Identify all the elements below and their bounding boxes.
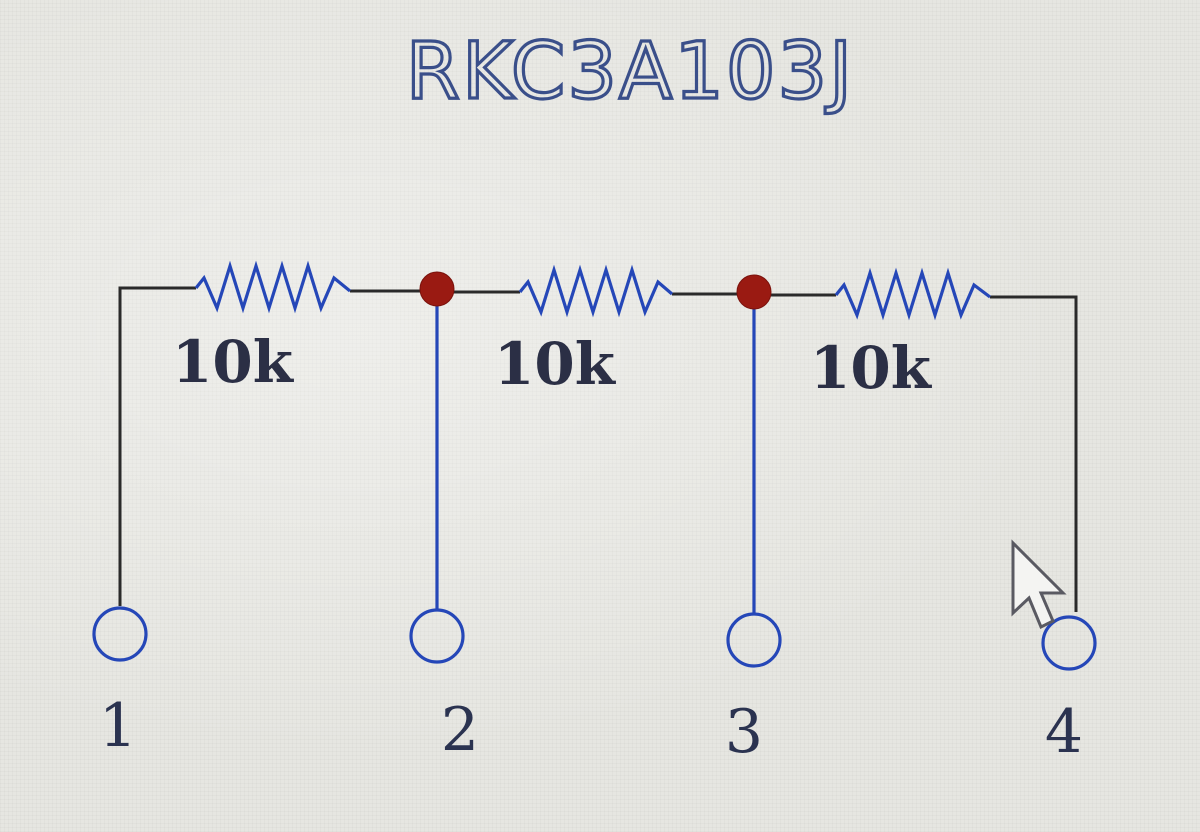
resistor-r2-symbol (518, 264, 674, 318)
resistor-r3-value: 10k (810, 334, 933, 402)
pin-2-label: 2 (441, 695, 479, 765)
resistor-r2[interactable] (518, 264, 674, 318)
mouse-pointer-arrow-icon (1011, 539, 1067, 630)
resistor-r2-value: 10k (494, 330, 617, 398)
resistor-r3[interactable] (834, 267, 991, 321)
resistor-r1[interactable] (194, 260, 352, 314)
pin-3-terminal[interactable] (726, 612, 782, 668)
pin-2-terminal[interactable] (409, 608, 465, 664)
resistor-r1-symbol (194, 260, 352, 314)
pin-1-terminal[interactable] (92, 606, 148, 662)
wire-r3-to-pin4 (990, 295, 1078, 612)
pin-1-label: 1 (99, 691, 137, 761)
wire-pin1-to-r1 (118, 286, 196, 606)
pin-4-label: 4 (1045, 697, 1083, 767)
pin-3-label: 3 (725, 697, 763, 767)
resistor-r3-symbol (834, 267, 991, 321)
junction-node2 (419, 271, 455, 307)
pin-4-terminal[interactable] (1041, 615, 1097, 671)
part-title: RKC3A103J (406, 27, 854, 117)
junction-node3 (736, 274, 772, 310)
resistor-r1-value: 10k (172, 328, 295, 396)
